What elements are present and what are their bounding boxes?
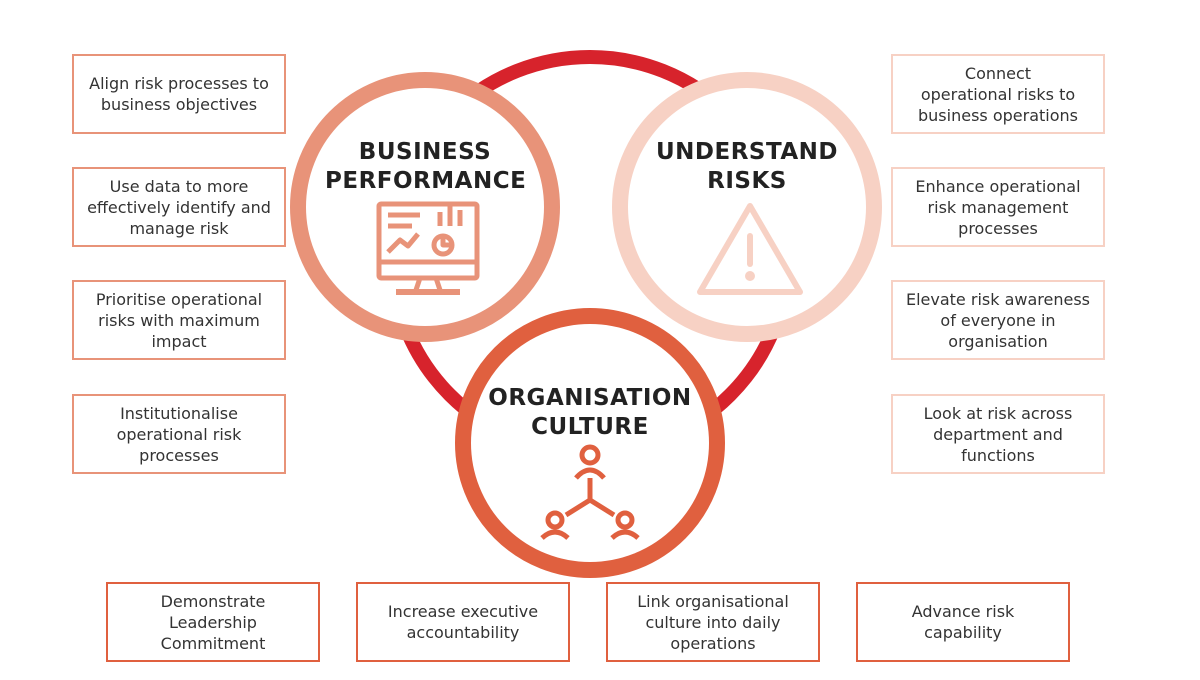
- right-box-4-line2: department and: [933, 424, 1063, 444]
- left-box-1: Align risk processes to business objecti…: [72, 54, 286, 134]
- understand-risks-title: UNDERSTAND RISKS: [647, 138, 847, 196]
- left-box-4-line1: Institutionalise: [120, 403, 238, 423]
- left-box-4-line2: operational risk: [116, 424, 242, 444]
- bottom-box-1-line2: Leadership: [169, 612, 257, 632]
- right-box-3-line1: Elevate risk awareness: [905, 289, 1090, 309]
- organisation-culture-title-line1: ORGANISATION: [488, 385, 692, 411]
- right-box-4-line1: Look at risk across: [923, 403, 1073, 423]
- bottom-box-2: Increase executive accountability: [356, 582, 570, 662]
- right-box-2: Enhance operational risk management proc…: [891, 167, 1105, 247]
- bottom-box-4-line1: Advance risk: [911, 602, 1015, 621]
- right-box-1: Connect operational risks to business op…: [891, 54, 1105, 134]
- bottom-box-4: Advance risk capability: [856, 582, 1070, 662]
- business-performance-circle: [290, 72, 560, 342]
- bottom-box-4-line2: capability: [924, 623, 1002, 642]
- right-box-3-line2: of everyone in: [940, 310, 1056, 330]
- right-box-1-line3: business operations: [918, 105, 1078, 125]
- bottom-box-3-line2: culture into daily: [645, 612, 781, 632]
- business-performance-title: BUSINESS PERFORMANCE: [325, 138, 527, 196]
- bottom-box-2-line2: accountability: [406, 623, 520, 642]
- bottom-box-1: Demonstrate Leadership Commitment: [106, 582, 320, 662]
- left-box-2-line1: Use data to more: [109, 176, 249, 196]
- left-box-2: Use data to more effectively identify an…: [72, 167, 286, 247]
- left-box-3: Prioritise operational risks with maximu…: [72, 280, 286, 360]
- left-box-2-line3: manage risk: [129, 218, 229, 238]
- right-box-4: Look at risk across department and funct…: [891, 394, 1105, 474]
- left-box-3-line1: Prioritise operational: [95, 289, 263, 309]
- left-box-4-line3: processes: [139, 445, 219, 465]
- right-box-2-line2: risk management: [927, 197, 1069, 217]
- warning-triangle-icon: [697, 203, 803, 295]
- right-box-3: Elevate risk awareness of everyone in or…: [891, 280, 1105, 360]
- understand-risks-title-line2: RISKS: [707, 168, 787, 194]
- bottom-box-1-line1: Demonstrate: [160, 591, 266, 611]
- right-box-2-line1: Enhance operational: [915, 176, 1081, 196]
- right-box-4-line3: functions: [961, 445, 1035, 465]
- left-box-2-line2: effectively identify and: [87, 197, 271, 217]
- bottom-box-3-line3: operations: [670, 633, 756, 653]
- right-box-1-line2: operational risks to: [920, 84, 1076, 104]
- people-network-icon: [540, 444, 640, 540]
- left-box-4: Institutionalise operational risk proces…: [72, 394, 286, 474]
- right-box-3-line3: organisation: [948, 331, 1048, 351]
- business-performance-title-line2: PERFORMANCE: [325, 168, 527, 194]
- monitor-chart-icon: [376, 201, 480, 295]
- right-box-1-line1: Connect: [964, 63, 1032, 83]
- bottom-box-2-line1: Increase executive: [387, 602, 539, 621]
- bottom-box-3-line1: Link organisational: [637, 591, 789, 611]
- left-box-3-line3: impact: [151, 331, 207, 351]
- right-box-2-line3: processes: [958, 218, 1038, 238]
- understand-risks-title-line1: UNDERSTAND: [655, 139, 839, 165]
- bottom-box-1-line3: Commitment: [160, 633, 266, 653]
- business-performance-title-line1: BUSINESS: [358, 139, 492, 165]
- organisation-culture-title: ORGANISATION CULTURE: [480, 384, 700, 442]
- left-box-1-line2: business objectives: [100, 95, 258, 114]
- bottom-box-3: Link organisational culture into daily o…: [606, 582, 820, 662]
- left-box-3-line2: risks with maximum: [98, 310, 260, 330]
- organisation-culture-circle: [455, 308, 725, 578]
- organisation-culture-title-line2: CULTURE: [531, 414, 649, 440]
- left-box-1-line1: Align risk processes to: [89, 74, 269, 93]
